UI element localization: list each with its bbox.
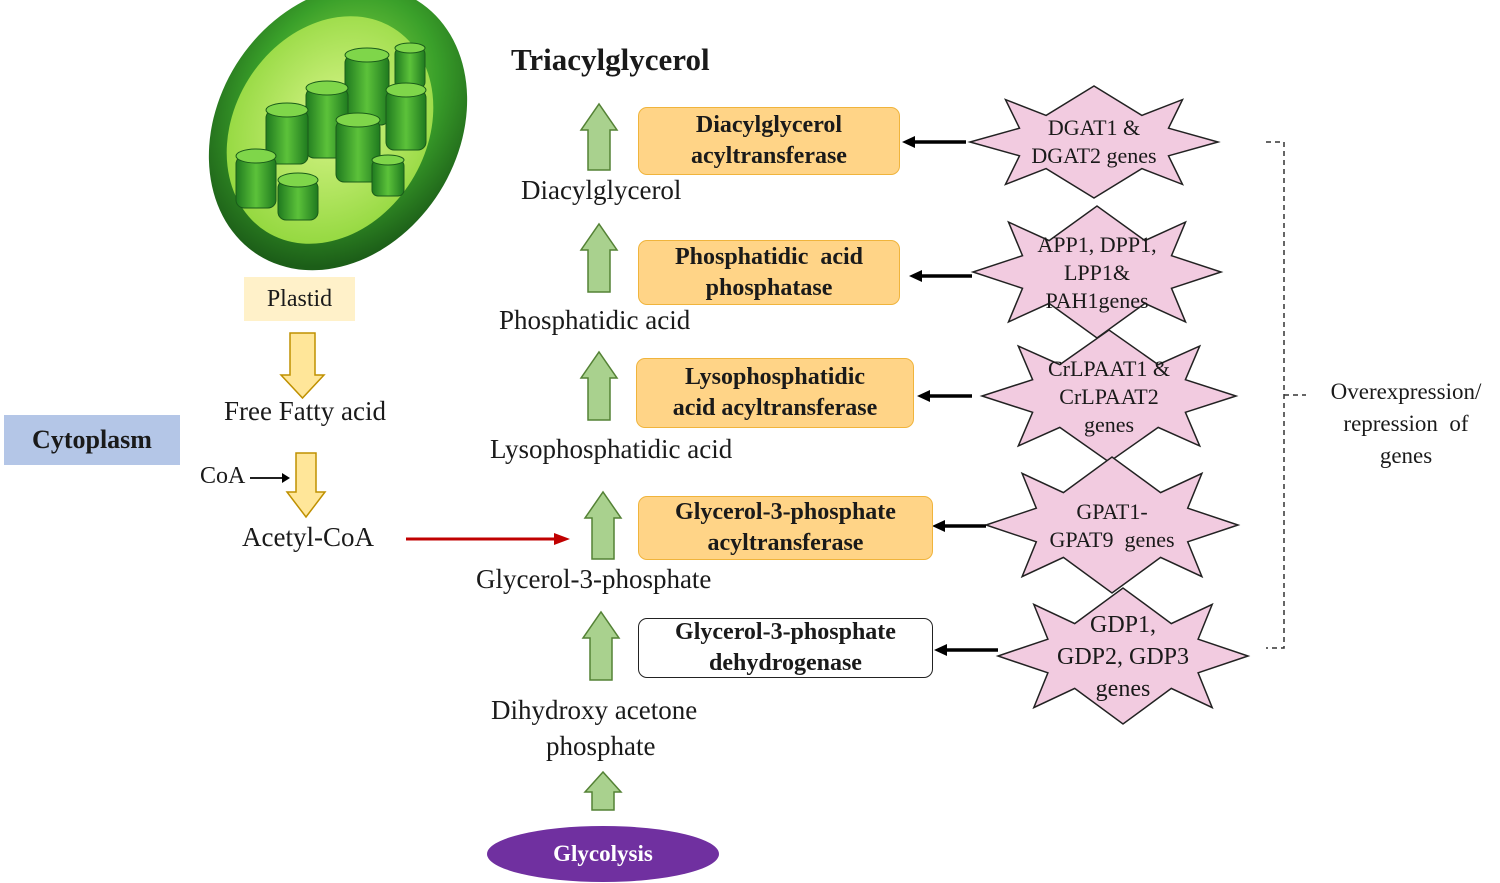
overexpression-line3: genes	[1379, 443, 1433, 468]
arrow-acetylcoa-to-g3p	[406, 533, 570, 545]
gene-star-lpaat	[979, 329, 1239, 463]
lysophosphatidic-acid-label: Lysophosphatidic acid	[490, 434, 733, 464]
coa-arrow	[250, 473, 290, 483]
enzyme-gpat-line2: acyltransferase	[707, 530, 864, 556]
gene-gpat-line1: GPAT1-	[1076, 499, 1148, 524]
gene-dgat-line2: DGAT2 genes	[1031, 143, 1157, 168]
enzyme-pap-line1: Phosphatidic acid	[674, 243, 864, 270]
enzyme-box-g3pdh: Glycerol-3-phosphate dehydrogenase	[638, 618, 933, 678]
gene-app-line1: APP1, DPP1,	[1037, 232, 1157, 257]
gene-star-dgat	[967, 85, 1221, 199]
enzyme-dgat-line2: acyltransferase	[691, 143, 847, 169]
gene-lpaat-line1: CrLPAAT1 &	[1047, 356, 1171, 381]
plastid-image	[208, 0, 468, 271]
glycerol-3-phosphate-label: Glycerol-3-phosphate	[476, 564, 712, 594]
overexpression-line2: repression of	[1343, 411, 1469, 436]
free-fatty-acid-label: Free Fatty acid	[224, 396, 386, 426]
phosphatidic-acid-label: Phosphatidic acid	[499, 305, 691, 335]
gene-gdp-line3: genes	[1095, 676, 1151, 702]
enzyme-box-pap: Phosphatidic acid phosphatase	[638, 240, 900, 305]
gene-label-app: APP1, DPP1, LPP1& PAH1genes	[997, 230, 1197, 316]
gene-lpaat-line3: genes	[1083, 412, 1135, 437]
glycolysis-node: Glycolysis	[487, 826, 719, 882]
gene-gdp-line2: GDP2, GDP3	[1056, 644, 1190, 670]
gene-gpat-line2: GPAT9 genes	[1049, 527, 1175, 552]
gene-app-line2: LPP1&	[1063, 260, 1131, 285]
gene-label-dgat: DGAT1 & DGAT2 genes	[994, 110, 1194, 174]
arrow-glycolysis-to-dhap	[583, 770, 623, 811]
coa-label: CoA	[200, 463, 246, 489]
gene-label-gdp: GDP1, GDP2, GDP3 genes	[1023, 612, 1223, 702]
enzyme-gpat-line1: Glycerol-3-phosphate	[675, 499, 896, 525]
overexpression-label: Overexpression/ repression of genes	[1306, 376, 1500, 472]
enzyme-box-lpaat: Lysophosphatidic acid acyltransferase	[636, 358, 914, 428]
gene-dgat-line1: DGAT1 &	[1047, 115, 1141, 140]
enzyme-dgat-line1: Diacylglycerol	[695, 112, 843, 138]
arrow-pa-to-dag	[579, 222, 619, 293]
overexpression-line1: Overexpression/	[1330, 379, 1482, 404]
gene-label-lpaat: CrLPAAT1 & CrLPAAT2 genes	[1009, 354, 1209, 440]
triacylglycerol-title: Triacylglycerol	[511, 42, 710, 77]
gene-lpaat-line2: CrLPAAT2	[1059, 384, 1159, 409]
gene-star-gdp	[995, 587, 1251, 725]
gene-label-gpat: GPAT1- GPAT9 genes	[1012, 494, 1212, 558]
enzyme-g3pdh-line1: Glycerol-3-phosphate	[675, 619, 896, 645]
enzyme-box-gpat: Glycerol-3-phosphate acyltransferase	[638, 496, 933, 560]
gene-app-line3: PAH1genes	[1045, 288, 1149, 313]
cytoplasm-label: Cytoplasm	[4, 415, 180, 465]
plastid-label: Plastid	[244, 277, 355, 321]
acetyl-coa-label: Acetyl-CoA	[242, 522, 374, 552]
arrow-g3p-to-lpa	[583, 490, 623, 560]
arrow-ffa-to-acetylcoa	[285, 452, 327, 519]
gene-star-app	[970, 205, 1224, 339]
dhap-label-line2: phosphate	[546, 731, 656, 761]
enzyme-pap-line2: phosphatase	[705, 274, 833, 301]
gene-gdp-line1: GDP1,	[1089, 612, 1156, 638]
arrow-lpa-to-pa	[579, 350, 619, 421]
arrow-dhap-to-g3p	[581, 610, 621, 681]
diacylglycerol-label: Diacylglycerol	[521, 175, 682, 205]
enzyme-lpaat-line1: Lysophosphatidic	[684, 364, 866, 390]
dhap-label-line1: Dihydroxy acetone	[491, 695, 698, 725]
gene-bracket	[1266, 141, 1306, 649]
gene-to-enzyme-arrows	[902, 136, 998, 656]
enzyme-g3pdh-line2: dehydrogenase	[709, 650, 862, 676]
arrow-plastid-to-ffa	[279, 332, 326, 400]
enzyme-box-dgat: Diacylglycerol acyltransferase	[638, 107, 900, 175]
enzyme-lpaat-line2: acid acyltransferase	[672, 395, 878, 421]
arrow-dag-to-tag	[579, 102, 619, 171]
